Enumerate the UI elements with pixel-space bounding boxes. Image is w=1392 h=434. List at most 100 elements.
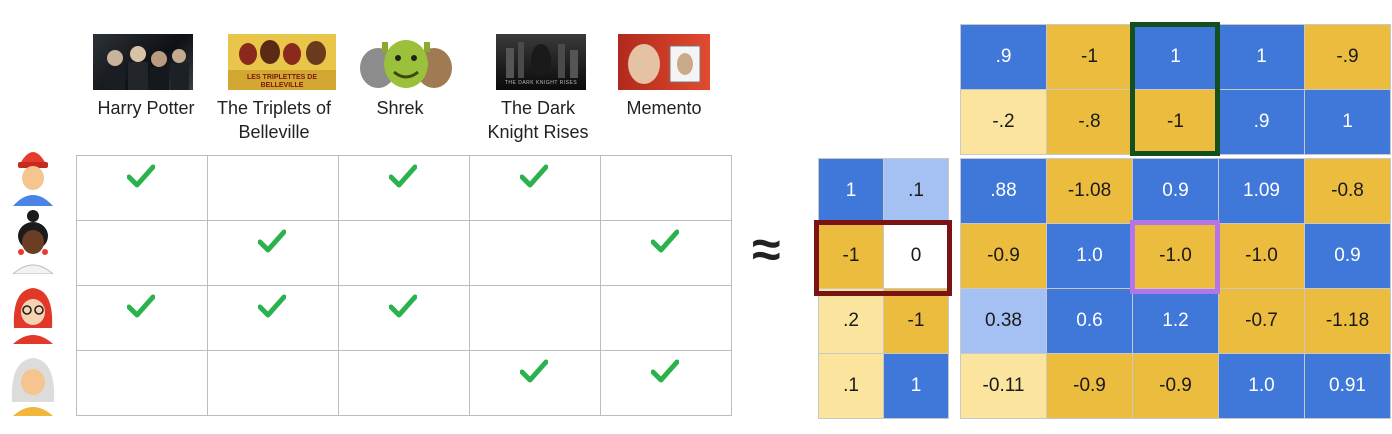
product-cell: -0.9: [1132, 353, 1219, 419]
checkmark-icon: [389, 164, 417, 188]
movie-embedding-cell: 1: [1304, 89, 1391, 155]
product-cell: 0.9: [1132, 158, 1219, 224]
rating-cell: [469, 285, 601, 351]
user-avatar-gray-hair: [11, 358, 55, 416]
rating-cell: [338, 350, 470, 416]
checkmark-icon: [258, 229, 286, 253]
rating-cell: [600, 155, 732, 221]
checkmark-icon: [127, 294, 155, 318]
user-avatar-red-hair-glasses: [13, 288, 53, 344]
rating-cell: [76, 155, 208, 221]
user-avatar-dark-hair: [12, 210, 54, 274]
product-cell: -1.18: [1304, 288, 1391, 354]
movie-embedding-cell: -1: [1046, 24, 1133, 90]
movie-title-triplets-of-belleville: The Triplets of Belleville: [216, 98, 332, 142]
movie-embedding-cell: 1: [1132, 24, 1219, 90]
product-cell: .88: [960, 158, 1047, 224]
product-cell: 1.0: [1046, 223, 1133, 289]
rating-cell: [338, 220, 470, 286]
movie-title-memento: Memento: [626, 98, 702, 118]
product-cell: 0.9: [1304, 223, 1391, 289]
movie-embedding-cell: -.8: [1046, 89, 1133, 155]
rating-cell: [469, 155, 601, 221]
rating-cell: [207, 220, 339, 286]
product-cell: -1.08: [1046, 158, 1133, 224]
checkmark-icon: [389, 294, 417, 318]
product-cell: -1.0: [1218, 223, 1305, 289]
movie-title-dark-knight-rises: The Dark Knight Rises: [487, 98, 589, 142]
ratings-matrix: [76, 155, 732, 416]
product-cell: -1.0: [1132, 223, 1219, 289]
user-embedding-cell: .1: [818, 353, 884, 419]
checkmark-icon: [520, 164, 548, 188]
rating-cell: [338, 285, 470, 351]
product-cell: 0.6: [1046, 288, 1133, 354]
movie-embedding-cell: -.2: [960, 89, 1047, 155]
rating-cell: [207, 350, 339, 416]
rating-cell: [76, 350, 208, 416]
ratings-row: [76, 350, 732, 416]
product-cell: -0.9: [960, 223, 1047, 289]
poster-shrek: [354, 34, 458, 90]
user-embedding-cell: .1: [883, 158, 949, 224]
movie-embedding-cell: -.9: [1304, 24, 1391, 90]
product-cell: 1.2: [1132, 288, 1219, 354]
movie-title-harry-potter: Harry Potter: [97, 98, 195, 118]
rating-cell: [76, 220, 208, 286]
product-cell: -0.7: [1218, 288, 1305, 354]
movie-embedding-cell: 1: [1218, 24, 1305, 90]
user-embedding-cell: -1: [818, 223, 884, 289]
product-cell: 0.38: [960, 288, 1047, 354]
rating-cell: [207, 155, 339, 221]
poster-harry-potter: [93, 34, 193, 90]
dark-knight-poster-text: THE DARK KNIGHT RISES: [504, 80, 578, 86]
rating-cell: [338, 155, 470, 221]
rating-cell: [600, 220, 732, 286]
user-avatar-red-hat: [13, 152, 53, 206]
checkmark-icon: [520, 359, 548, 383]
movie-embedding-cell: -1: [1132, 89, 1219, 155]
ratings-row: [76, 220, 732, 286]
rating-cell: [76, 285, 208, 351]
checkmark-icon: [651, 359, 679, 383]
ratings-row: [76, 285, 732, 351]
movie-embedding-cell: .9: [960, 24, 1047, 90]
product-cell: -0.8: [1304, 158, 1391, 224]
movie-title-shrek: Shrek: [376, 98, 424, 118]
product-cell: 1.09: [1218, 158, 1305, 224]
product-cell: 0.91: [1304, 353, 1391, 419]
user-embedding-row: 1.1: [818, 158, 949, 224]
user-embedding-cell: 0: [883, 223, 949, 289]
user-embedding-cell: .2: [818, 288, 884, 354]
rating-cell: [600, 350, 732, 416]
movie-embedding-cell: .9: [1218, 89, 1305, 155]
rating-cell: [469, 350, 601, 416]
ratings-row: [76, 155, 732, 221]
shrek-poster-art: [360, 40, 452, 88]
product-cell: -0.9: [1046, 353, 1133, 419]
user-embedding-row: .2-1: [818, 288, 949, 354]
rating-cell: [600, 285, 732, 351]
user-embedding-cell: 1: [883, 353, 949, 419]
checkmark-icon: [258, 294, 286, 318]
product-cell: 1.0: [1218, 353, 1305, 419]
product-cell: -0.11: [960, 353, 1047, 419]
user-embedding-cell: -1: [883, 288, 949, 354]
rating-cell: [469, 220, 601, 286]
checkmark-icon: [651, 229, 679, 253]
triplets-poster-art: [228, 40, 336, 90]
poster-triplets-of-belleville: LES TRIPLETTES DE BELLEVILLE: [228, 34, 336, 90]
dark-knight-poster-art: [506, 42, 578, 78]
harry-potter-poster-art: [105, 46, 189, 90]
memento-poster-art: [628, 44, 701, 84]
poster-dark-knight-rises: THE DARK KNIGHT RISES: [496, 34, 586, 90]
